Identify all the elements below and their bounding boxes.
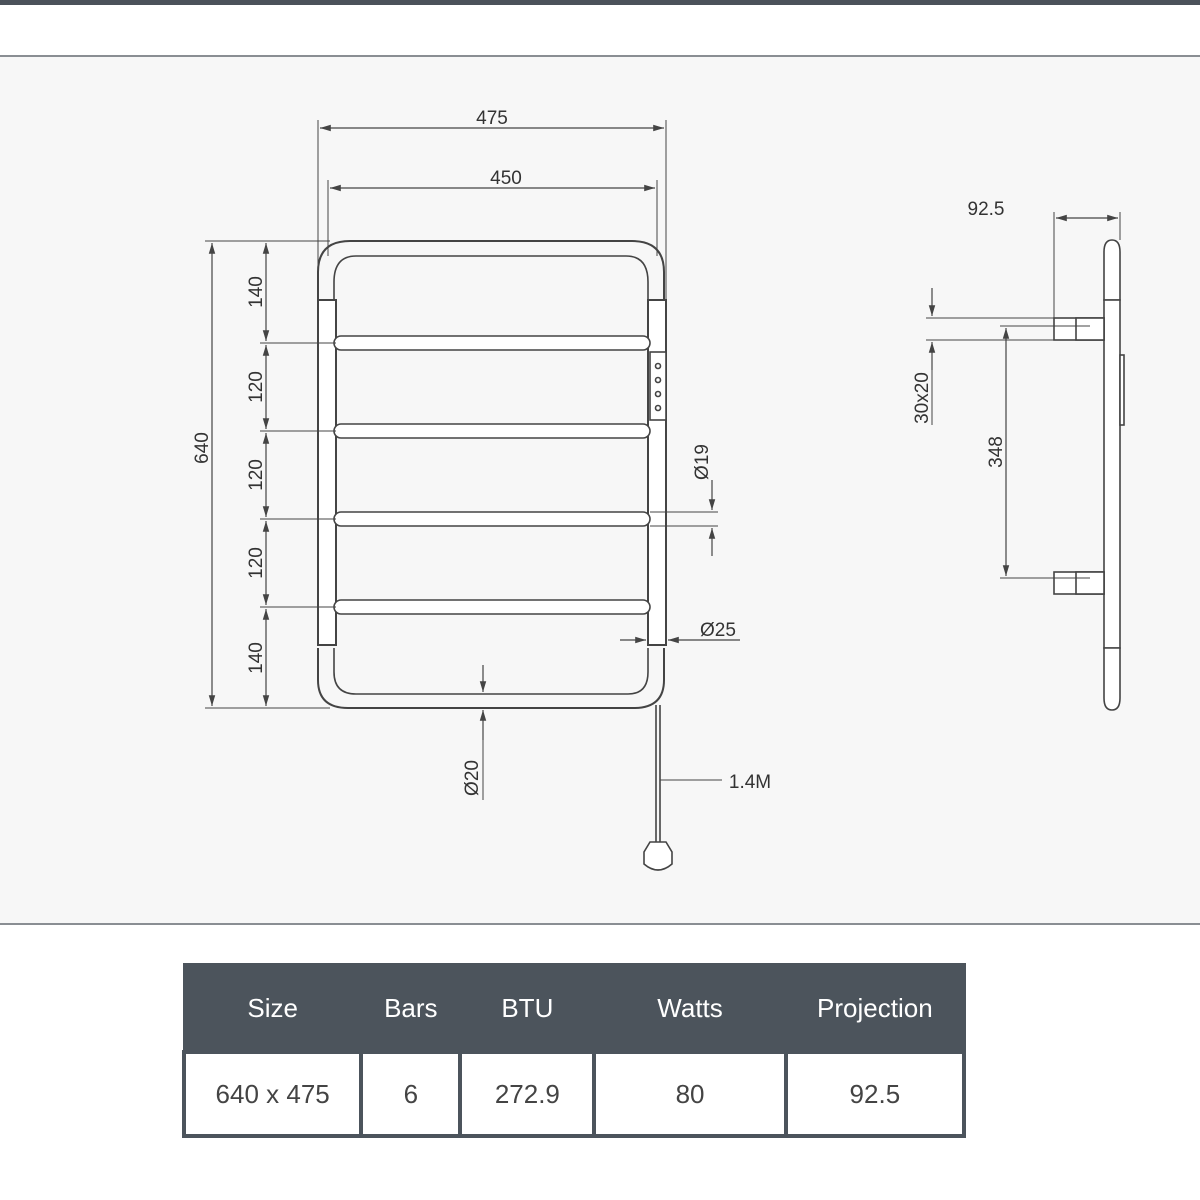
bar-diameter-label: Ø19 (692, 444, 713, 480)
spacing-top-label: 140 (246, 276, 267, 308)
table-header-row: Size Bars BTU Watts Projection (182, 963, 966, 1054)
bar-3 (333, 511, 651, 527)
spacing-2-label: 120 (246, 459, 267, 491)
cell-bars: 6 (359, 1050, 463, 1138)
technical-drawing: 475 450 640 140 120 120 120 140 Ø19 Ø25 … (192, 108, 1125, 871)
overall-width-label: 475 (476, 108, 508, 129)
spacing-3-label: 120 (246, 547, 267, 579)
drawing-panel (0, 55, 1200, 925)
header-size: Size (182, 963, 363, 1054)
projection-label: 92.5 (968, 199, 1005, 220)
left-rail (317, 299, 337, 646)
rail-outline (317, 240, 665, 300)
header-btu: BTU (458, 963, 596, 1054)
plug (643, 841, 673, 871)
header-bars: Bars (359, 963, 462, 1054)
cable-length-label: 1.4M (729, 772, 771, 793)
bracket-centres-label: 348 (986, 436, 1007, 468)
table-row: 640 x 475 6 272.9 80 92.5 (181, 1050, 967, 1138)
side-rail (1103, 239, 1121, 301)
header-watts: Watts (592, 963, 788, 1054)
cell-watts: 80 (592, 1050, 788, 1138)
bar-2 (333, 423, 651, 439)
header-projection: Projection (784, 963, 966, 1054)
top-bar (0, 0, 1200, 5)
bracket-size-label: 30x20 (912, 372, 933, 424)
cell-projection: 92.5 (783, 1050, 967, 1138)
bar-4 (333, 599, 651, 615)
spacing-1-label: 120 (246, 371, 267, 403)
bar-1 (333, 335, 651, 351)
cell-size: 640 x 475 (181, 1050, 364, 1138)
rail-diameter-label: Ø25 (700, 620, 736, 641)
cell-btu: 272.9 (458, 1050, 597, 1138)
spec-table: Size Bars BTU Watts Projection 640 x 475… (181, 963, 967, 1138)
spacing-bottom-label: 140 (246, 642, 267, 674)
overall-height-label: 640 (192, 432, 213, 464)
bottom-diameter-label: Ø20 (462, 760, 483, 796)
inner-width-label: 450 (490, 168, 522, 189)
control-panel (649, 351, 667, 421)
